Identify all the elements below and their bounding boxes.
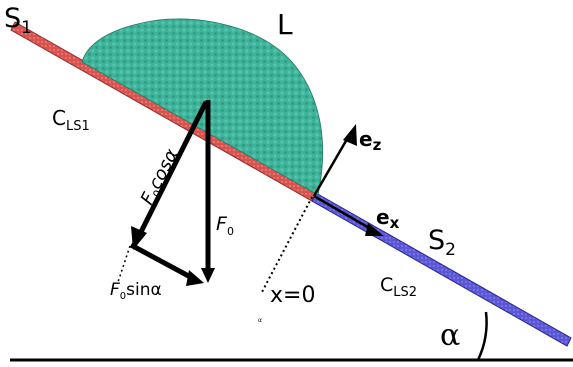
label-f0: F0 [216,213,234,238]
label-alpha-small: α [258,317,262,324]
label-s2: S2 [428,225,456,260]
alpha-arc [476,311,488,361]
label-f0sin: F0sinα [110,280,162,302]
label-x0: x=0 [270,283,315,308]
label-ex: ex [376,205,400,232]
label-alpha: α [440,318,460,353]
f0cos-arrow [135,100,209,240]
label-f0cos: F0cosα [137,146,185,210]
x0-dotted-line [261,196,313,293]
ez-arrow [312,133,352,197]
f0sin-dotted-guide [117,245,131,283]
ex-arrow [313,194,377,234]
label-cls1: CLS1 [52,106,90,134]
label-ez: ez [359,127,382,154]
f0sin-arrow [129,242,198,283]
label-cls2: CLS2 [380,274,417,300]
force-diagram [117,100,215,286]
label-s1: S1 [4,3,32,38]
label-liquid: L [277,8,293,41]
